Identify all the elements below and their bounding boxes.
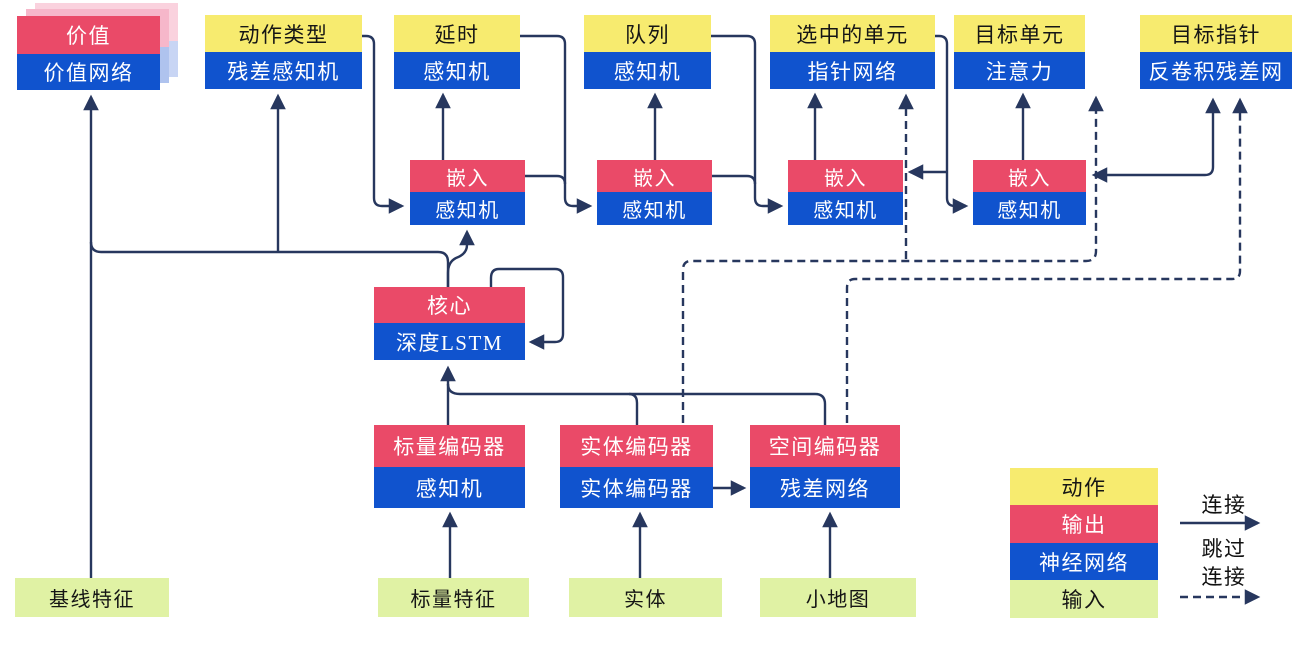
edge-spatial-encoder-to-core — [446, 383, 827, 425]
node-target-unit: 目标单元 注意力 — [954, 15, 1085, 89]
skip-spatial-to-target-point — [845, 97, 1248, 423]
target-point-network-label: 反卷积残差网 — [1140, 52, 1292, 89]
edge-entity-encoder-to-core — [628, 392, 639, 425]
node-action-type: 动作类型 残差感知机 — [205, 15, 362, 89]
legend-connection-label: 连接 — [1201, 493, 1247, 517]
node-scalar-encoder: 标量编码器 感知机 — [374, 425, 525, 508]
action-type-action-label: 动作类型 — [205, 15, 362, 52]
entity-encoder-network-label: 实体编码器 — [560, 467, 713, 508]
edge-core-to-embed1 — [446, 229, 475, 287]
embed-2-network-label: 感知机 — [597, 192, 712, 225]
input-baseline-features: 基线特征 — [15, 578, 169, 617]
node-embed-3: 嵌入 感知机 — [788, 160, 903, 225]
entity-encoder-output-label: 实体编码器 — [560, 425, 713, 467]
node-embed-4: 嵌入 感知机 — [973, 160, 1086, 225]
scalar-encoder-network-label: 感知机 — [374, 467, 525, 508]
spatial-encoder-network-label: 残差网络 — [750, 467, 900, 508]
selected-units-network-label: 指针网络 — [770, 52, 935, 89]
input-entities: 实体 — [569, 578, 722, 617]
embed-4-output-label: 嵌入 — [973, 160, 1086, 192]
edge-embed2-join — [712, 174, 757, 185]
edge-queue-to-embed3 — [711, 34, 784, 214]
edge-embed1-join — [525, 174, 567, 185]
scalar-encoder-output-label: 标量编码器 — [374, 425, 525, 467]
legend-action-label: 动作 — [1010, 468, 1158, 505]
core-output-label: 核心 — [374, 287, 525, 323]
target-point-action-label: 目标指针 — [1140, 15, 1292, 52]
queue-action-label: 队列 — [584, 15, 711, 52]
node-core: 核心 深度LSTM — [374, 287, 525, 360]
edge-core-left-trunk — [89, 241, 450, 287]
node-spatial-encoder: 空间编码器 残差网络 — [750, 425, 900, 508]
delay-action-label: 延时 — [394, 15, 520, 52]
embed-3-output-label: 嵌入 — [788, 160, 903, 192]
legend-network-label: 神经网络 — [1010, 543, 1158, 580]
embed-2-output-label: 嵌入 — [597, 160, 712, 192]
node-queue: 队列 感知机 — [584, 15, 711, 89]
node-entity-encoder: 实体编码器 实体编码器 — [560, 425, 713, 508]
selected-units-action-label: 选中的单元 — [770, 15, 935, 52]
node-value: 价值 价值网络 — [17, 16, 160, 90]
legend-skip-label-line2: 连接 — [1201, 565, 1247, 589]
input-minimap: 小地图 — [760, 578, 916, 617]
edge-embed4-target-point — [1091, 97, 1221, 183]
embed-4-network-label: 感知机 — [973, 192, 1086, 225]
core-network-label: 深度LSTM — [374, 323, 525, 360]
queue-network-label: 感知机 — [584, 52, 711, 89]
embed-3-network-label: 感知机 — [788, 192, 903, 225]
node-embed-2: 嵌入 感知机 — [597, 160, 712, 225]
action-type-network-label: 残差感知机 — [205, 52, 362, 89]
edge-selected-units-to-embed4 — [935, 34, 969, 214]
edge-action-type-to-embed1 — [362, 34, 405, 214]
delay-network-label: 感知机 — [394, 52, 520, 89]
value-network-label: 价值网络 — [17, 54, 160, 90]
legend-output-label: 输出 — [1010, 505, 1158, 543]
node-embed-1: 嵌入 感知机 — [410, 160, 525, 225]
embed-1-output-label: 嵌入 — [410, 160, 525, 192]
target-unit-action-label: 目标单元 — [954, 15, 1085, 52]
legend-color-key: 动作 输出 神经网络 输入 — [1010, 468, 1158, 618]
legend-input-label: 输入 — [1010, 580, 1158, 618]
node-delay: 延时 感知机 — [394, 15, 520, 89]
embed-1-network-label: 感知机 — [410, 192, 525, 225]
value-output-label: 价值 — [17, 16, 160, 54]
skip-entity-encoder-trunk — [681, 95, 1104, 423]
edge-core-recurrence — [489, 267, 565, 350]
node-selected-units: 选中的单元 指针网络 — [770, 15, 935, 89]
target-unit-network-label: 注意力 — [954, 52, 1085, 89]
edge-delay-to-embed2 — [520, 34, 593, 214]
spatial-encoder-output-label: 空间编码器 — [750, 425, 900, 467]
legend-skip-label-line1: 跳过 — [1201, 537, 1247, 561]
input-scalar-features: 标量特征 — [378, 578, 529, 617]
node-target-point: 目标指针 反卷积残差网 — [1140, 15, 1292, 89]
